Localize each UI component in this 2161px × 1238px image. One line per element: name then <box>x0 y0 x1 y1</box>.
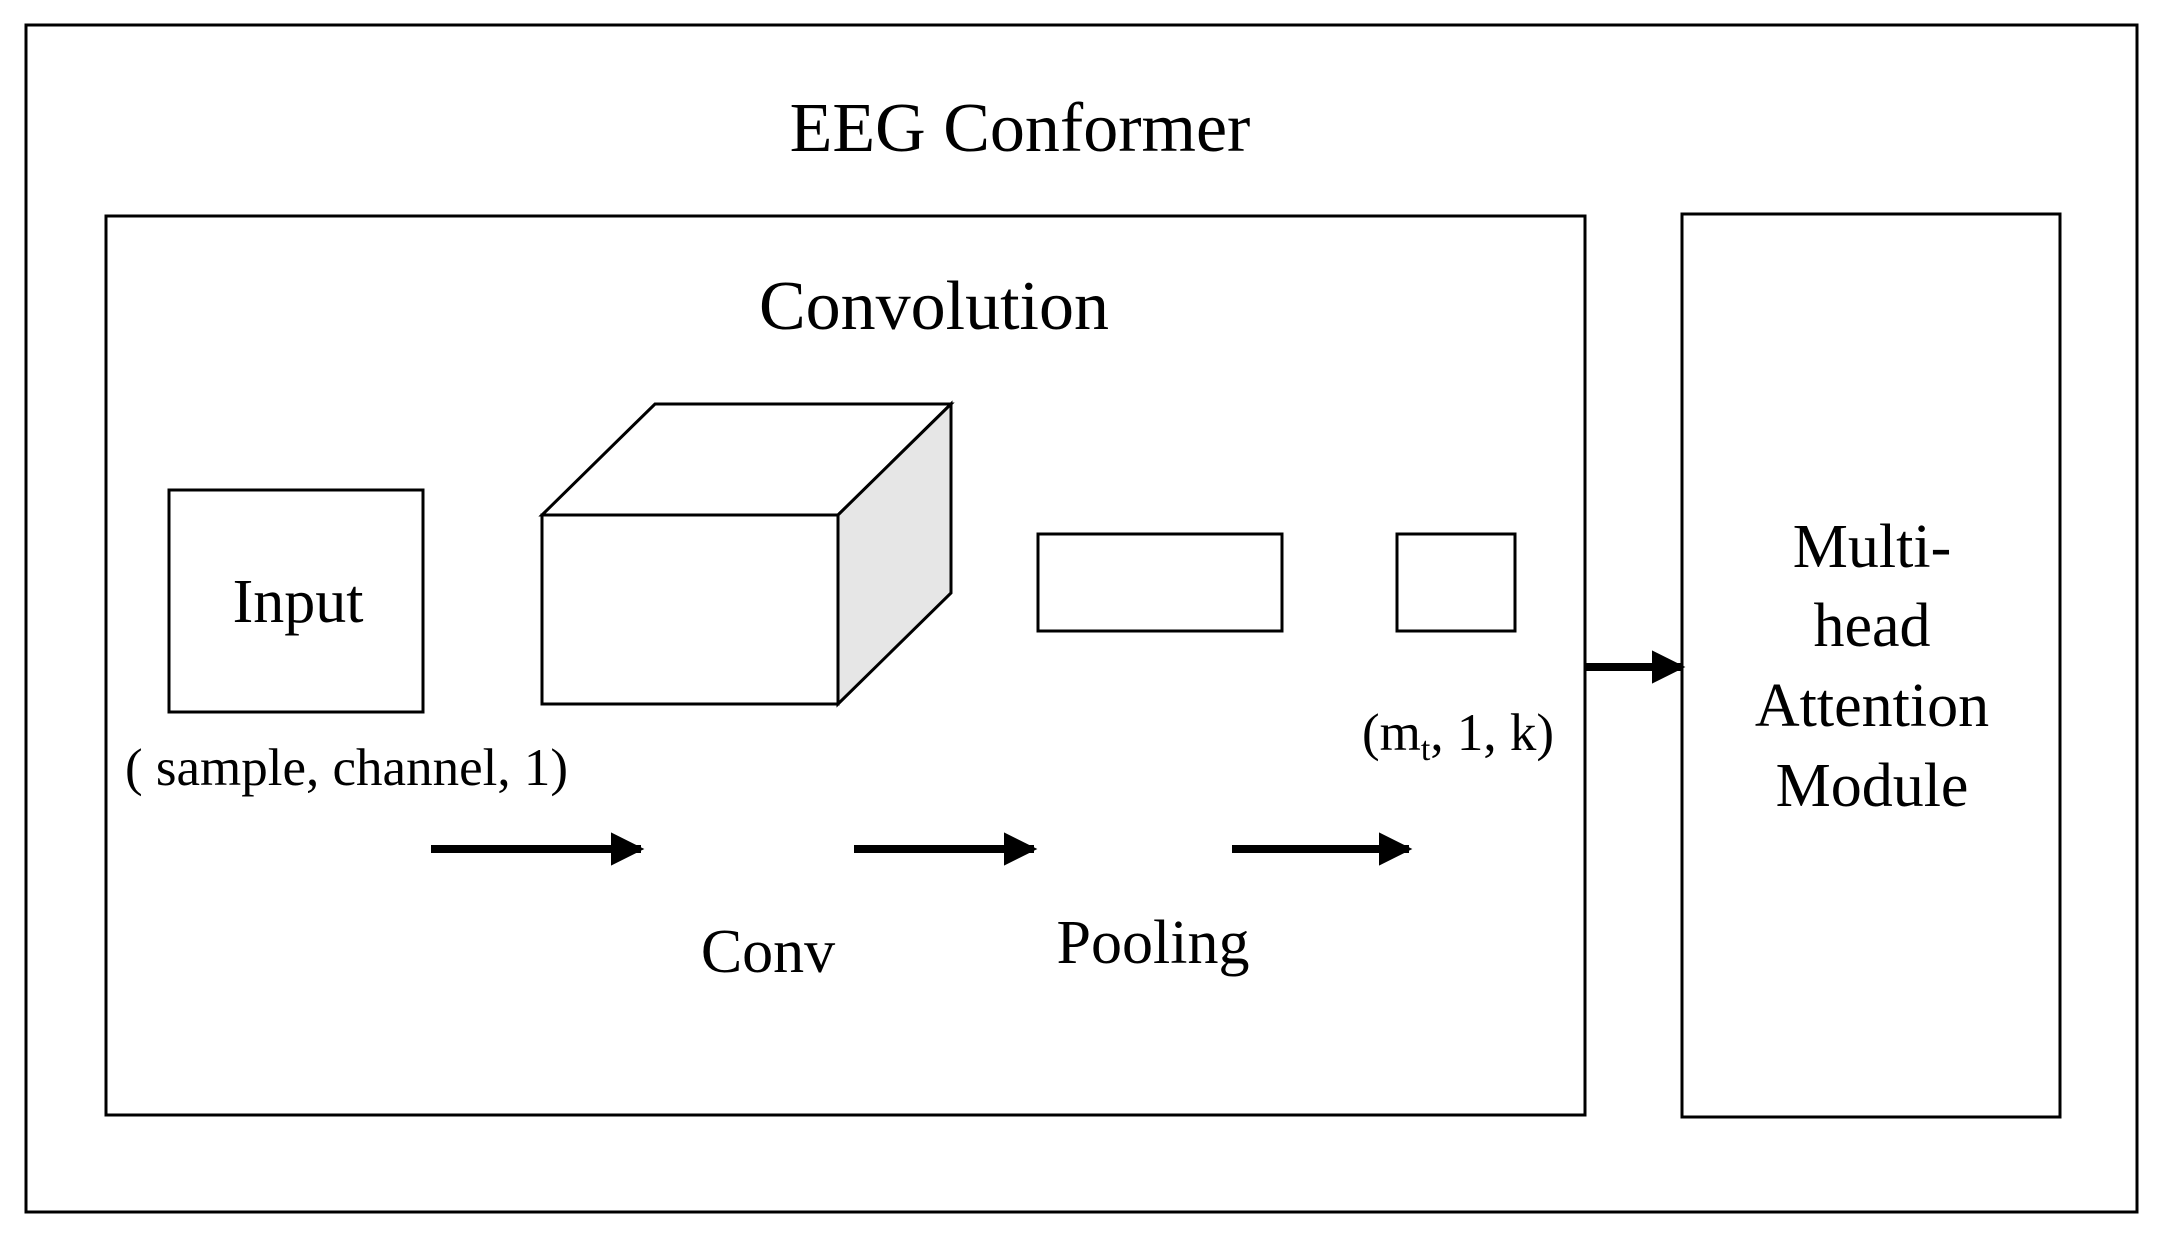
convolution-title: Convolution <box>759 268 1109 345</box>
attention-label-line-4: Module <box>1776 752 1969 820</box>
output-shape-rest: , 1, k) <box>1430 704 1554 762</box>
diagram-title: EEG Conformer <box>790 90 1251 167</box>
pooling-label: Pooling <box>1057 909 1250 977</box>
input-shape-label: ( sample, channel, 1) <box>125 739 568 797</box>
pooled-feature-map <box>1036 532 1284 633</box>
input-label: Input <box>233 568 364 636</box>
output-token-box <box>1395 532 1517 633</box>
output-shape-open: (m <box>1362 704 1421 762</box>
attention-label-line-3: Attention <box>1755 672 1989 740</box>
attention-module-box <box>1680 212 2062 1119</box>
conv-feature-cube <box>538 400 955 708</box>
output-shape-subscript: t <box>1421 731 1431 768</box>
cube-front-face <box>540 513 840 706</box>
outer-frame <box>24 23 2139 1214</box>
attention-label-line-2: head <box>1813 592 1930 660</box>
attention-label-line-1: Multi- <box>1793 513 1951 581</box>
input-box <box>167 488 425 714</box>
output-shape-label: (mt, 1, k) <box>1362 704 1554 768</box>
conv-label: Conv <box>701 918 835 986</box>
